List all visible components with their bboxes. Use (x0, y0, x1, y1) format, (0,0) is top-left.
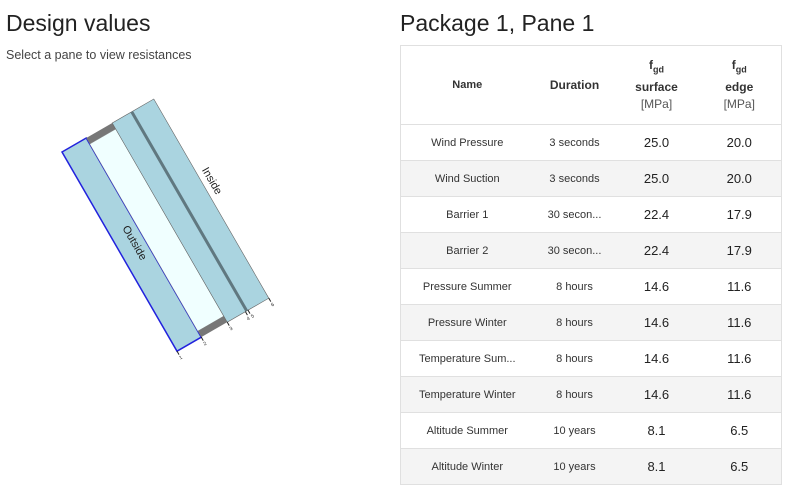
resistance-table: Name Duration fgd surface [MPa] fgd edge… (400, 45, 782, 485)
column-header-edge[interactable]: fgd edge [MPa] (697, 45, 782, 125)
design-values-panel: Design values Select a pane to view resi… (0, 0, 390, 498)
cell-edge: 11.6 (697, 304, 782, 341)
cell-name: Temperature Winter (400, 376, 534, 413)
cell-duration: 30 secon... (533, 232, 616, 269)
panel-title: Design values (6, 10, 151, 36)
cell-name: Pressure Summer (400, 268, 534, 305)
cell-edge: 6.5 (697, 412, 782, 449)
cell-surface: 8.1 (615, 448, 698, 485)
cell-surface: 14.6 (615, 304, 698, 341)
cell-duration: 10 years (533, 412, 616, 449)
cell-edge: 20.0 (697, 124, 782, 161)
column-header-name[interactable]: Name (400, 45, 534, 125)
cell-edge: 17.9 (697, 232, 782, 269)
cell-name: Altitude Summer (400, 412, 534, 449)
cell-name: Wind Suction (400, 160, 534, 197)
cell-edge: 20.0 (697, 160, 782, 197)
cell-duration: 8 hours (533, 304, 616, 341)
cell-edge: 6.5 (697, 448, 782, 485)
cell-name: Barrier 1 (400, 196, 534, 233)
pane-title: Package 1, Pane 1 (400, 10, 595, 36)
column-header-duration[interactable]: Duration (533, 45, 616, 125)
cell-duration: 3 seconds (533, 160, 616, 197)
edge-symbol: fgd (731, 58, 747, 75)
cell-name: Altitude Winter (400, 448, 534, 485)
surface-symbol: fgd (649, 58, 664, 75)
cell-edge: 17.9 (697, 196, 782, 233)
cell-surface: 14.6 (615, 268, 698, 305)
edge-unit: [MPa] (723, 96, 755, 111)
cell-surface: 22.4 (615, 196, 698, 233)
tick-label: 4 (246, 316, 252, 323)
column-header-surface[interactable]: fgd surface [MPa] (615, 45, 698, 125)
cell-surface: 25.0 (615, 124, 698, 161)
spacer-bottom (197, 316, 228, 338)
interlayer (130, 111, 249, 312)
cell-edge: 11.6 (697, 376, 782, 413)
tick-label: 3 (229, 326, 235, 333)
surface-unit: [MPa] (640, 96, 673, 111)
cell-duration: 30 secon... (533, 196, 616, 233)
cell-name: Wind Pressure (400, 124, 534, 161)
cell-duration: 8 hours (533, 340, 616, 377)
cell-surface: 25.0 (615, 160, 698, 197)
cell-duration: 8 hours (533, 376, 616, 413)
cell-edge: 11.6 (697, 268, 782, 305)
tick-label: 2 (203, 341, 209, 348)
glass-package-diagram: 1 2 3 4 5 6 Outside Inside (60, 98, 276, 362)
table-header-row: Name Duration fgd surface [MPa] fgd edge… (400, 45, 782, 125)
tick-marks (176, 297, 272, 355)
cell-surface: 8.1 (615, 412, 698, 449)
cell-name: Barrier 2 (400, 232, 534, 269)
cell-surface: 22.4 (615, 232, 698, 269)
cell-duration: 3 seconds (533, 124, 616, 161)
tick-label: 6 (270, 302, 276, 309)
cell-duration: 8 hours (533, 268, 616, 305)
spacer-top (86, 122, 116, 145)
cell-edge: 11.6 (697, 340, 782, 377)
cell-name: Pressure Winter (400, 304, 534, 341)
tick-label: 1 (178, 355, 184, 362)
edge-label: edge (725, 79, 754, 94)
cell-name: Temperature Sum... (400, 340, 534, 377)
surface-label: surface (635, 79, 678, 94)
panel-subtitle: Select a pane to view resistances (6, 48, 192, 62)
cell-surface: 14.6 (615, 376, 698, 413)
cell-duration: 10 years (533, 448, 616, 485)
cell-surface: 14.6 (615, 340, 698, 377)
tick-label: 5 (250, 313, 256, 320)
